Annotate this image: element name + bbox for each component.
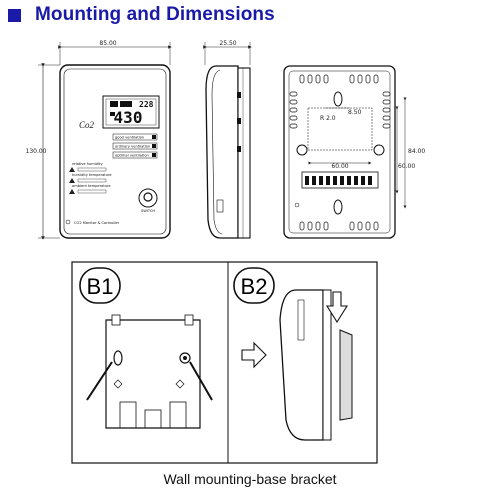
ventilation-rows: good ventilation ordinary ventilation op…	[112, 133, 158, 159]
back-view: 8.50 R 2.0 60.00 84.00 60.00	[283, 65, 425, 239]
screw-spacing-label: 84.00	[408, 148, 425, 155]
legend-3: ambient temperature	[72, 184, 111, 188]
caption: Wall mounting-base bracket	[163, 471, 337, 487]
sensor-legend: relative humidity humidity temperature a…	[69, 162, 112, 194]
header: Mounting and Dimensions	[8, 4, 275, 26]
switch-button[interactable]	[138, 188, 158, 208]
brand-label: CO2 Monitor & Controller	[74, 221, 120, 225]
b1-panel: B1	[79, 267, 213, 429]
front-width-label: 85.00	[99, 40, 116, 47]
lcd-top-value: 228	[139, 100, 154, 109]
side-depth-label: 25.50	[219, 40, 236, 47]
slide-down-arrow-icon	[326, 291, 348, 324]
legend-1: relative humidity	[72, 162, 103, 166]
vent-row-1: good ventilation	[115, 136, 144, 140]
b1-label: B1	[87, 274, 114, 299]
bracket-h-label: 60.00	[331, 163, 348, 170]
switch-label: SWITCH	[141, 209, 155, 213]
vent-row-2: ordinary ventilation	[115, 145, 150, 149]
bracket-v-label: 60.00	[398, 163, 415, 170]
page-title: Mounting and Dimensions	[35, 4, 275, 25]
lcd-value: 430	[114, 108, 143, 127]
front-view: 85.00 130.00 228 430 Co2 good ventilatio…	[26, 40, 172, 240]
b2-panel: B2	[233, 267, 353, 441]
push-arrow-icon	[241, 341, 267, 369]
height-label: 130.00	[26, 148, 47, 155]
hole-r-label: R 2.0	[320, 115, 336, 122]
title-bullet	[8, 8, 21, 22]
lcd-label: Co2	[79, 120, 95, 130]
b2-label: B2	[241, 274, 268, 299]
legend-2: humidity temperature	[72, 173, 112, 177]
vent-row-3: optimal ventilation	[115, 154, 149, 158]
side-view: 25.50	[203, 40, 252, 239]
hole-dia-label: 8.50	[348, 109, 362, 116]
